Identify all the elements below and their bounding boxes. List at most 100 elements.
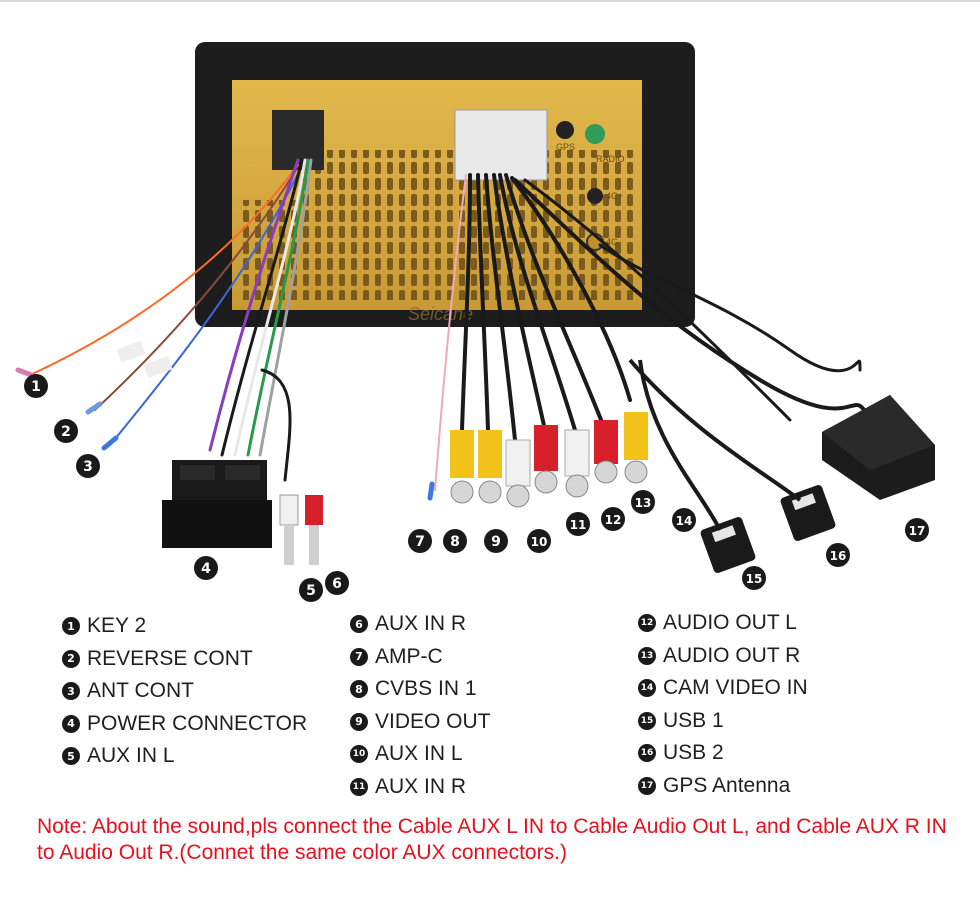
rca-cam-video-in <box>624 412 648 460</box>
top-divider <box>0 0 980 2</box>
legend-item: 3 ANT CONT <box>62 675 307 708</box>
legend-item: 12 AUDIO OUT L <box>638 607 808 640</box>
rca-cam-video-in-tip <box>624 460 648 484</box>
legend-badge: 10 <box>350 745 368 764</box>
legend-badge: 1 <box>62 617 80 636</box>
port-4g-2-label: 4G- <box>606 237 621 247</box>
legend-label: AUX IN L <box>375 742 463 766</box>
svg-text:4: 4 <box>201 561 211 577</box>
callout-badge-15: 15 <box>742 566 766 590</box>
svg-text:17: 17 <box>909 524 926 538</box>
legend-label: USB 1 <box>663 708 724 732</box>
usb-1-plug <box>700 516 756 574</box>
usb-1-port <box>711 525 736 543</box>
legend-item: 6 AUX IN R <box>350 608 491 641</box>
svg-text:8: 8 <box>450 534 460 550</box>
rca-aux-in-l <box>505 439 531 487</box>
legend-badge: 8 <box>350 680 368 699</box>
callout-badge-6: 6 <box>325 571 349 595</box>
callout-badge-7: 7 <box>408 529 432 553</box>
ant-wire-tip <box>101 435 119 451</box>
legend-badge: 14 <box>638 679 656 698</box>
legend-label: KEY 2 <box>87 614 147 638</box>
radio-port <box>585 124 605 144</box>
callout-badge-4: 4 <box>194 556 218 580</box>
legend-label: AUDIO OUT L <box>663 611 797 635</box>
svg-text:12: 12 <box>605 513 622 527</box>
legend-label: AMP-C <box>375 644 443 668</box>
svg-text:5: 5 <box>306 583 316 599</box>
head-unit: GPS RADIO 4G+ 4G- Seicane <box>195 42 695 327</box>
svg-text:16: 16 <box>830 549 847 563</box>
legend-badge: 12 <box>638 614 656 633</box>
svg-text:3: 3 <box>83 459 93 475</box>
svg-text:7: 7 <box>415 534 425 550</box>
legend-label: AUX IN R <box>375 612 467 636</box>
wire-tag <box>143 355 173 379</box>
gps-port <box>556 121 574 139</box>
legend-badge: 5 <box>62 747 80 766</box>
aux-rca-pair <box>279 494 323 565</box>
rca-audio-out-l <box>564 429 590 477</box>
legend-badge: 16 <box>638 744 656 763</box>
svg-text:9: 9 <box>491 534 501 550</box>
wire-tag <box>116 340 146 363</box>
usb-connectors <box>628 358 836 574</box>
legend-item: 13 AUDIO OUT R <box>638 640 808 673</box>
av-harness <box>434 173 872 491</box>
legend-item: 9 VIDEO OUT <box>350 706 491 739</box>
av-socket <box>454 109 548 181</box>
callout-badge-17: 17 <box>905 518 929 542</box>
callout-badge-1: 1 <box>24 374 48 398</box>
legend-label: GPS Antenna <box>663 773 791 797</box>
rca-cvbs-in-1-tip <box>450 480 474 504</box>
callout-badge-10: 10 <box>527 529 551 553</box>
watermark: Seicane <box>408 304 473 324</box>
svg-text:10: 10 <box>531 535 548 549</box>
legend-label: ANT CONT <box>87 679 194 703</box>
usb-2-port <box>791 493 816 511</box>
rca-video-out <box>478 430 502 478</box>
legend-badge: 9 <box>350 712 368 731</box>
legend-badge: 2 <box>62 649 80 668</box>
callout-badge-5: 5 <box>299 578 323 602</box>
radio-label: RADIO <box>596 154 625 164</box>
legend-item: 10 AUX IN L <box>350 738 491 771</box>
rca-aux-in-l-tip <box>506 484 530 508</box>
svg-text:14: 14 <box>676 514 693 528</box>
legend-badge: 4 <box>62 714 80 733</box>
legend-label: AUDIO OUT R <box>663 643 801 667</box>
amp-c-wire-tip <box>427 481 435 501</box>
connection-note: Note: About the sound,pls connect the Ca… <box>37 815 947 864</box>
reverse-wire-tip <box>85 401 103 415</box>
legend-label: VIDEO OUT <box>375 709 491 733</box>
callout-badge-11: 11 <box>566 512 590 536</box>
rca-aux-in-r-tip <box>534 470 558 494</box>
svg-text:2: 2 <box>61 424 71 440</box>
legend-badge: 13 <box>638 646 656 665</box>
rca-aux-in-r <box>534 425 558 471</box>
legend-label: CVBS IN 1 <box>375 677 477 701</box>
rca-audio-out-r <box>594 420 618 464</box>
legend-badge: 3 <box>62 682 80 701</box>
rca-connectors <box>450 412 648 508</box>
legend-label: POWER CONNECTOR <box>87 711 308 735</box>
usb-2-plug <box>780 484 836 542</box>
svg-text:6: 6 <box>332 576 342 592</box>
rca-audio-out-l-tip <box>565 474 589 498</box>
callout-badge-3: 3 <box>76 454 100 478</box>
legend-badge: 6 <box>350 615 368 634</box>
svg-text:15: 15 <box>746 572 763 586</box>
legend-badge: 11 <box>350 777 368 796</box>
callout-badge-16: 16 <box>826 543 850 567</box>
port-4g-1-label: 4G+ <box>606 191 623 201</box>
callout-badge-13: 13 <box>631 490 655 514</box>
legend-item: 8 CVBS IN 1 <box>350 673 491 706</box>
gps-label: GPS <box>556 142 575 152</box>
